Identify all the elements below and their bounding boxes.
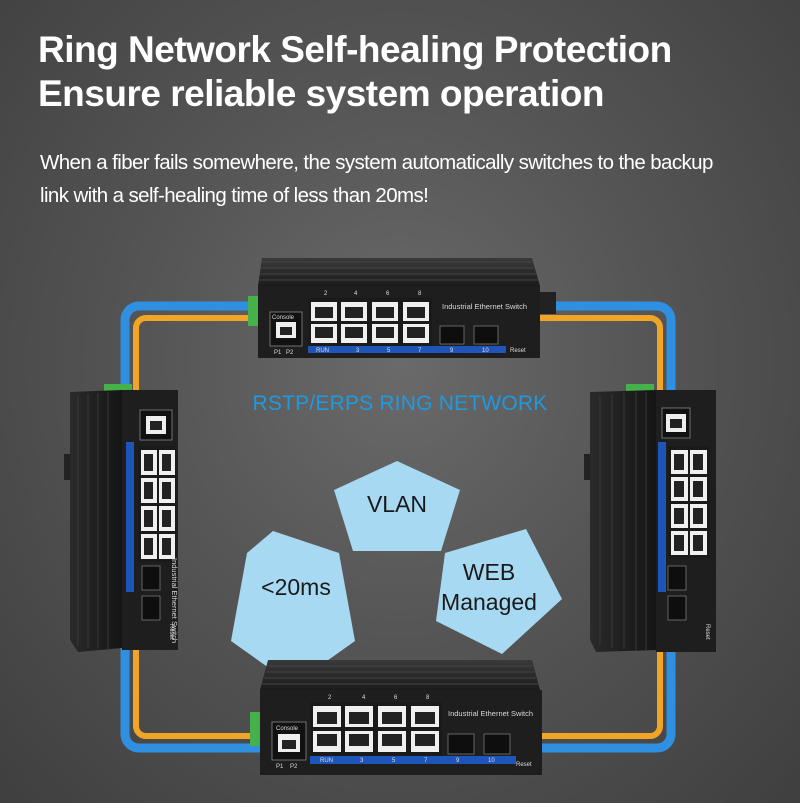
ring-network-label: RSTP/ERPS RING NETWORK <box>252 392 548 415</box>
sfp-port <box>141 565 161 591</box>
rj45-port-grid <box>310 702 442 756</box>
reset-label: Reset <box>704 624 710 640</box>
port-number-2: 2 <box>324 291 328 297</box>
port-number-7: 7 <box>424 758 428 764</box>
page-title: Ring Network Self-healing Protection Ens… <box>38 28 672 116</box>
sfp-port <box>667 595 687 621</box>
pentagon-time <box>231 531 355 685</box>
led-strip <box>126 442 134 592</box>
top-port-numbers: 2 4 6 8 <box>324 291 422 297</box>
port-number-4: 4 <box>362 695 366 701</box>
port-number-7: 7 <box>418 348 422 354</box>
device-label: Industrial Ethernet Switch <box>170 558 179 643</box>
port-number-5: 5 <box>392 758 396 764</box>
rj45-port-grid <box>308 298 432 346</box>
terminal-block <box>248 296 260 326</box>
pentagon-web <box>436 529 562 654</box>
port-number-9: 9 <box>450 348 454 354</box>
sfp-port <box>447 733 475 755</box>
led-strip <box>310 756 516 764</box>
title-line-2: Ensure reliable system operation <box>38 73 604 114</box>
led-strip <box>658 442 666 592</box>
port-number-10: 10 <box>482 348 489 354</box>
top-port-numbers: 2 4 6 8 <box>328 695 430 701</box>
web-label: WEB <box>463 559 515 585</box>
led-strip <box>308 346 506 353</box>
port-number-5: 5 <box>387 348 391 354</box>
managed-label: Managed <box>441 589 537 615</box>
switch-device-left: Industrial Ethernet Switch Reset <box>64 384 179 652</box>
sfp-port <box>473 325 499 345</box>
port-number-8: 8 <box>418 291 422 297</box>
sfp-port <box>141 595 161 621</box>
rj45-port-grid <box>668 446 710 558</box>
sfp-port <box>483 733 511 755</box>
device-heatsink <box>258 258 540 286</box>
p1-label: P1 <box>276 764 284 770</box>
run-label: RUN <box>316 348 329 354</box>
device-label: Industrial Ethernet Switch <box>442 302 527 311</box>
vlan-label: VLAN <box>367 491 427 517</box>
subtitle-line-2: link with a self-healing time of less th… <box>40 184 429 207</box>
page-subtitle: When a fiber fails somewhere, the system… <box>40 146 780 212</box>
device-heatsink <box>70 390 122 652</box>
port-number-3: 3 <box>356 348 360 354</box>
port-number-9: 9 <box>456 758 460 764</box>
port-number-10: 10 <box>488 758 495 764</box>
port-number-8: 8 <box>426 695 430 701</box>
device-heatsink <box>590 390 656 652</box>
p2-label: P2 <box>286 350 294 356</box>
switch-device-top: Console P1 P2 2 4 6 8 Industrial Etherne… <box>248 258 556 358</box>
port-number-6: 6 <box>386 291 390 297</box>
p2-label: P2 <box>290 764 298 770</box>
terminal-block <box>104 384 132 394</box>
p1-label: P1 <box>274 350 282 356</box>
feature-self-healing-time: <20ms <box>231 531 355 685</box>
sfp-port <box>667 565 687 591</box>
reset-label: Reset <box>168 624 174 640</box>
pentagon-vlan <box>334 461 460 551</box>
terminal-block <box>250 712 262 746</box>
device-heatsink <box>260 660 540 690</box>
terminal-block <box>626 384 654 394</box>
subtitle-line-1: When a fiber fails somewhere, the system… <box>40 151 713 174</box>
switch-device-bottom: Console P1 P2 2 4 6 8 Industrial Etherne… <box>250 660 542 775</box>
time-label: <20ms <box>261 574 331 600</box>
port-number-3: 3 <box>360 758 364 764</box>
sfp-port <box>439 325 465 345</box>
port-number-2: 2 <box>328 695 332 701</box>
console-port <box>139 409 173 441</box>
switch-device-right: Reset <box>584 384 716 652</box>
title-line-1: Ring Network Self-healing Protection <box>38 29 672 70</box>
feature-web-managed: WEB Managed <box>436 529 562 654</box>
console-label: Console <box>276 726 299 732</box>
port-number-6: 6 <box>394 695 398 701</box>
reset-label: Reset <box>510 348 526 354</box>
feature-vlan: VLAN <box>334 461 460 551</box>
device-label: Industrial Ethernet Switch <box>448 709 533 718</box>
run-label: RUN <box>320 758 333 764</box>
console-port <box>269 311 303 347</box>
port-number-4: 4 <box>354 291 358 297</box>
reset-label: Reset <box>516 762 532 768</box>
rj45-port-grid <box>138 446 176 562</box>
console-label: Console <box>272 315 295 321</box>
din-clip <box>536 292 556 314</box>
